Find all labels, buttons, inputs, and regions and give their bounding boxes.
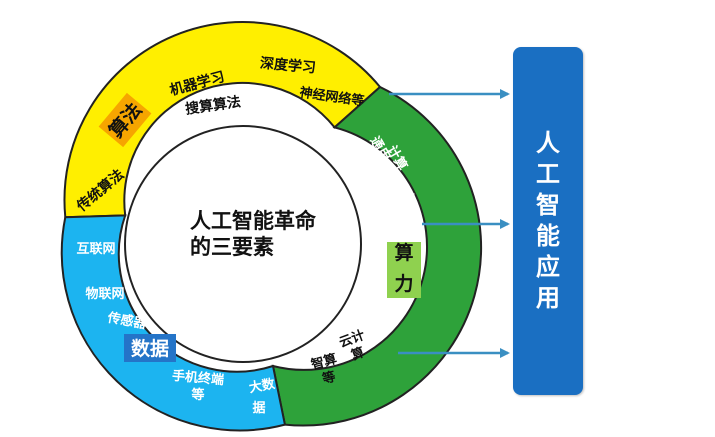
data-item-sensor: 传感器 bbox=[105, 310, 148, 333]
algorithm-item-search: 搜算算法 bbox=[184, 93, 242, 118]
ring bbox=[60, 21, 483, 432]
compute-label-char1: 算 bbox=[394, 241, 413, 264]
data-label-box bbox=[124, 334, 176, 362]
compute-item-supercomputing: 超算 bbox=[389, 192, 415, 208]
application-panel: 人 工 智 能 应 用 bbox=[513, 47, 583, 395]
data-item-mobile-2: 等 bbox=[190, 387, 204, 403]
ring-segment-data bbox=[60, 214, 287, 432]
compute-label-box bbox=[387, 242, 421, 298]
center-title-line2: 的三要素 bbox=[190, 235, 274, 259]
application-char-1: 人 bbox=[536, 129, 560, 157]
inner-circle bbox=[124, 125, 362, 363]
data-item-iot: 物联网 bbox=[85, 286, 124, 302]
data-item-internet: 互联网 bbox=[76, 242, 115, 257]
data-label: 数据 bbox=[131, 337, 169, 360]
application-char-3: 智 bbox=[536, 191, 560, 219]
compute-item-intelligent-2: 等 bbox=[320, 369, 338, 388]
application-char-2: 工 bbox=[536, 160, 560, 188]
ring-segment-algorithm bbox=[63, 21, 382, 219]
data-item-mobile-1: 手机终端 bbox=[171, 368, 224, 388]
compute-item-intelligent-1: 智算 bbox=[309, 351, 338, 373]
compute-label-char2: 力 bbox=[394, 272, 413, 295]
data-item-bigdata-1: 大数 bbox=[248, 376, 277, 396]
application-char-6: 用 bbox=[536, 284, 560, 312]
application-char-4: 能 bbox=[536, 222, 560, 250]
application-char-5: 应 bbox=[536, 253, 560, 281]
center-title-line1: 人工智能革命 bbox=[190, 209, 317, 233]
compute-item-cloud-2: 算 bbox=[349, 344, 367, 363]
algorithm-item-dl: 深度学习 bbox=[259, 55, 316, 77]
data-item-bigdata-2: 据 bbox=[252, 400, 265, 416]
